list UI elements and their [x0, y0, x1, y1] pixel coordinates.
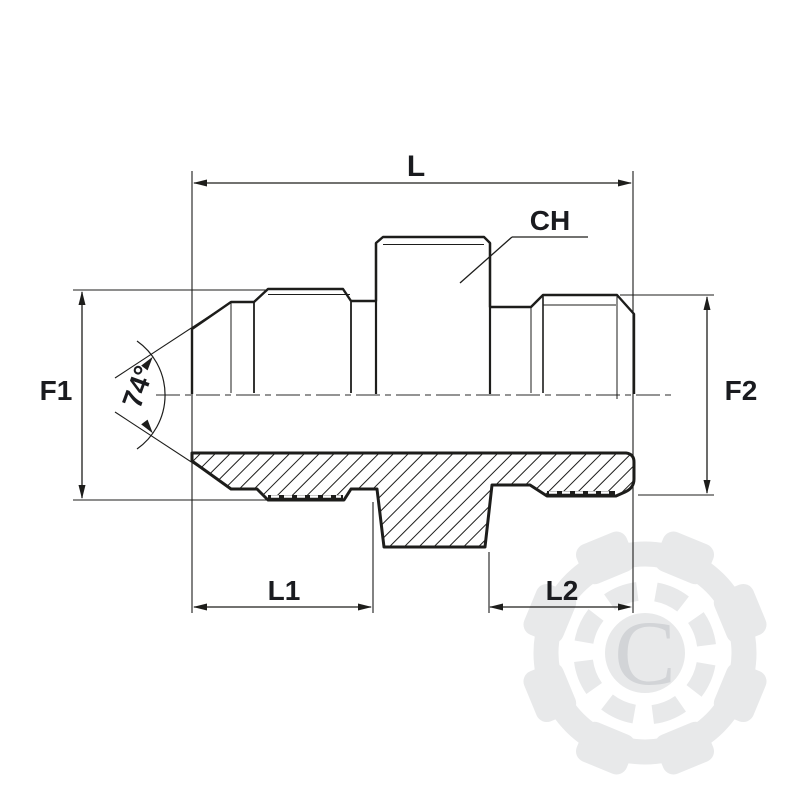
arrow-up: [78, 291, 86, 305]
ch-leader-line: [459, 236, 513, 284]
cone-extension-upper: [114, 301, 232, 379]
watermark-gear-logo: C: [523, 531, 767, 775]
arrow-right: [358, 603, 372, 611]
section-profile: [190, 451, 636, 549]
arrow-down: [703, 480, 711, 494]
arrow-left: [489, 603, 503, 611]
angle-arc: [136, 340, 166, 450]
gear-center-disc: [605, 613, 685, 693]
watermark-letter: C: [614, 602, 675, 704]
dim-label-cone-angle: 74°: [116, 362, 160, 412]
dimension-left-length: [193, 502, 374, 613]
arrow-right: [618, 603, 632, 611]
gear-outer-ring: [533, 541, 757, 765]
dim-label-L: L: [407, 150, 425, 183]
dimension-overall-length: [191, 171, 634, 613]
arrow-left: [193, 179, 207, 187]
dimension-right-length: [488, 552, 632, 613]
dim-label-F2: F2: [725, 375, 758, 406]
arc-arrow-upper: [141, 356, 153, 371]
annotation-hex-wrench: [459, 236, 588, 284]
part-external-view: [190, 235, 636, 399]
dim-label-CH: CH: [530, 205, 570, 236]
arrow-down: [78, 485, 86, 499]
part-section-view: [190, 451, 636, 549]
arrow-right: [618, 179, 632, 187]
dim-label-L2: L2: [546, 575, 579, 606]
dimension-cone-angle: [114, 301, 232, 489]
dimension-left-thread: [73, 289, 271, 501]
cone-extension-lower: [114, 411, 232, 489]
external-profile: [190, 235, 636, 394]
arc-arrow-lower: [141, 419, 153, 434]
arrow-up: [703, 296, 711, 310]
dim-label-F1: F1: [40, 375, 73, 406]
dimension-right-thread: [620, 294, 714, 496]
dim-label-L1: L1: [268, 575, 301, 606]
arrow-left: [193, 603, 207, 611]
